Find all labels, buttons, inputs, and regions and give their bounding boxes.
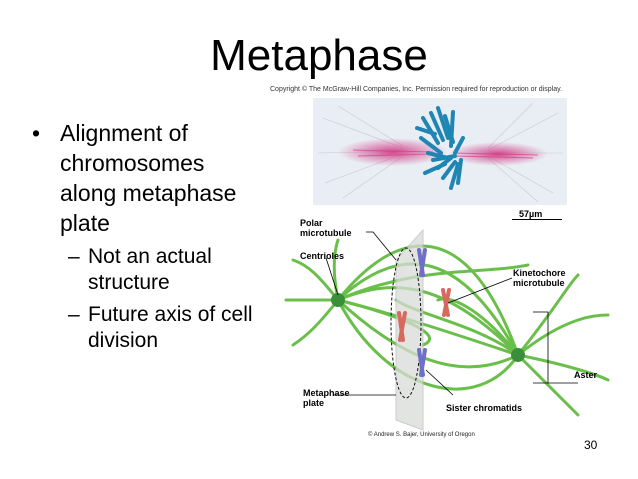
sub-bullet-line: structure — [88, 271, 170, 294]
dash-icon: – — [68, 245, 80, 268]
label-aster: Aster — [574, 370, 598, 380]
figure-credit: © Andrew S. Bajer, University of Oregon — [368, 432, 475, 438]
label-sister-chromatids: Sister chromatids — [446, 403, 523, 413]
dash-icon: – — [68, 303, 80, 326]
label-line: microtubule — [300, 228, 352, 238]
label-line: microtubule — [513, 278, 565, 288]
sub-bullet-not-actual-structure: – Not an actual structure — [32, 244, 292, 296]
sub-bullet-line: Not an actual — [88, 245, 212, 268]
label-line: Polar — [300, 218, 323, 228]
sub-bullet-line: division — [88, 329, 159, 352]
scale-label: 57µm — [519, 209, 543, 219]
sub-bullet-future-axis: – Future axis of cell division — [32, 302, 292, 354]
bullet-dot-icon: • — [32, 120, 41, 146]
bullet-main-line: plate — [60, 210, 110, 236]
label-centrioles: Centrioles — [300, 251, 345, 261]
bullet-main-line: Alignment of — [60, 120, 188, 146]
spindle-diagram — [284, 228, 610, 431]
scale-bar — [512, 219, 562, 220]
label-line: Kinetochore — [513, 268, 566, 278]
bullet-main-line: chromosomes — [60, 150, 205, 176]
bullet-main: • Alignment of chromosomes along metapha… — [32, 118, 292, 238]
label-kinetochore-microtubule: Kinetochore microtubule — [513, 268, 566, 288]
label-polar-microtubule: Polar microtubule — [300, 218, 352, 238]
page-number: 30 — [584, 438, 598, 452]
label-line: Metaphase — [303, 388, 350, 398]
label-metaphase-plate: Metaphase plate — [303, 388, 350, 408]
bullet-list: • Alignment of chromosomes along metapha… — [32, 118, 292, 354]
slide-title: Metaphase — [210, 31, 428, 80]
metaphase-micrograph — [313, 98, 567, 205]
bullet-main-line: along metaphase — [60, 180, 237, 206]
sub-bullet-line: Future axis of cell — [88, 303, 253, 326]
copyright-notice: Copyright © The McGraw-Hill Companies, I… — [270, 86, 563, 93]
label-line: plate — [303, 398, 325, 408]
